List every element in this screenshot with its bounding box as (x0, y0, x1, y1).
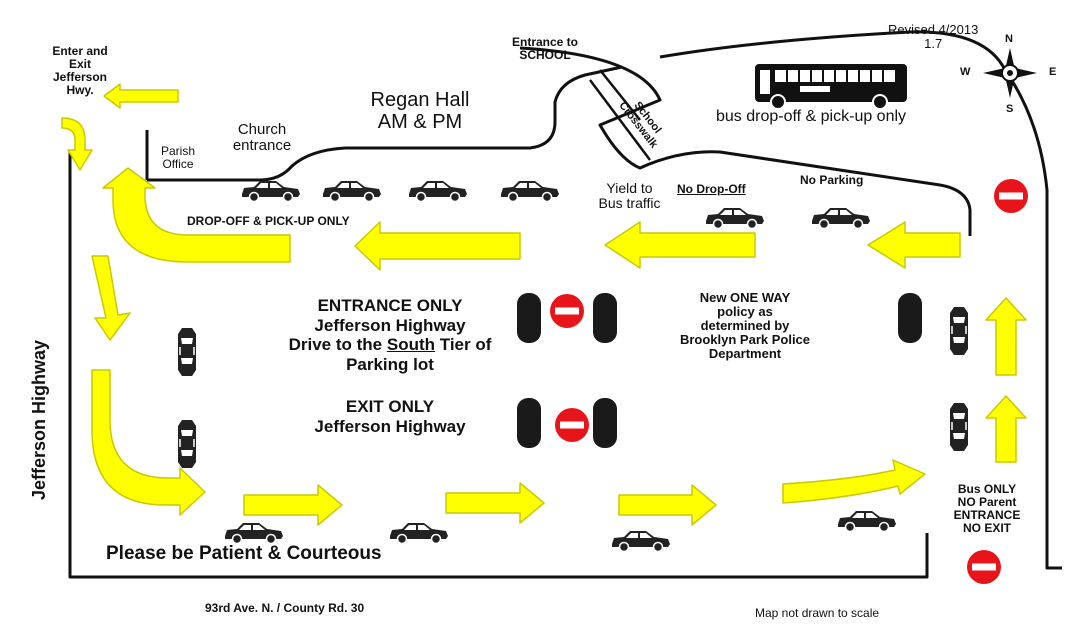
enter-exit-label: Enter and Exit Jefferson Hwy. (40, 45, 120, 97)
bus-icon (755, 64, 907, 110)
bus-only-line: NO Parent (957, 494, 1017, 509)
regan-hall-line: Regan Hall (370, 89, 470, 111)
compass-icon (983, 48, 1037, 98)
tire-barriers (517, 293, 922, 448)
lot-outline (68, 30, 1062, 579)
yield-line: Bus traffic (598, 195, 661, 212)
enter-exit-line: Jefferson (52, 69, 108, 84)
car-icon (611, 530, 671, 553)
entrance-only-line: ENTRANCE ONLY (317, 296, 463, 315)
bus-only-line: ENTRANCE (953, 507, 1021, 522)
regan-hall-line: AM & PM (377, 110, 463, 133)
entrance-only-label: ENTRANCE ONLY Jefferson Highway Drive to… (270, 296, 510, 374)
county-road-label: 93rd Ave. N. / County Rd. 30 (205, 601, 365, 615)
revised-text: Revised 4/2013 (888, 22, 979, 37)
no-entry-icon (555, 408, 589, 442)
car-icon (389, 522, 449, 545)
car-icon (241, 180, 301, 203)
no-entry-icon (550, 294, 584, 328)
church-entrance-line: Church (237, 121, 287, 138)
parish-office-line: Office (162, 156, 194, 171)
bus-only-label: Bus ONLY NO Parent ENTRANCE NO EXIT (937, 483, 1037, 535)
no-entry-icon (994, 179, 1028, 213)
yield-line: Yield to (606, 180, 653, 196)
dropoff-pickup-label: DROP-OFF & PICK-UP ONLY (187, 214, 350, 228)
bus-dropoff-label: bus drop-off & pick-up only (716, 108, 907, 125)
exit-only-line: EXIT ONLY (345, 397, 435, 416)
regan-hall-label: Regan Hall AM & PM (365, 89, 475, 133)
bus-only-line: NO EXIT (962, 520, 1011, 535)
no-parking-label: No Parking (800, 173, 864, 187)
revision-label: Revised 4/2013 1.7 (888, 22, 979, 52)
south-suffix: Tier of (435, 335, 492, 355)
parish-office-line: Parish (160, 144, 195, 158)
car-icon (177, 419, 197, 469)
entrance-only-line: Drive to the South Tier of (270, 335, 510, 355)
no-dropoff-label: No Drop-Off (677, 182, 746, 196)
traffic-arrows (61, 83, 1027, 526)
church-entrance-line: entrance (232, 137, 292, 155)
entrance-school-label: Entrance to SCHOOL (505, 36, 585, 62)
south-prefix: Drive to the (288, 335, 387, 355)
enter-exit-line: Exit (68, 56, 91, 71)
compass-s: S (1006, 103, 1014, 115)
car-icon (837, 510, 897, 533)
compass-e: E (1049, 66, 1057, 78)
parish-office-label: Parish Office (148, 145, 208, 171)
bus-only-line: Bus ONLY (957, 482, 1017, 496)
car-icon (224, 522, 284, 545)
south-word: South (386, 335, 436, 355)
car-icon (811, 207, 871, 230)
exit-only-label: EXIT ONLY Jefferson Highway (270, 397, 510, 436)
entrance-school-line: SCHOOL (519, 47, 571, 62)
one-way-line: determined by (700, 318, 790, 334)
enter-exit-line: Hwy. (66, 82, 94, 97)
one-way-label: New ONE WAY policy as determined by Broo… (660, 290, 830, 362)
car-icon (949, 306, 969, 356)
compass-n: N (1005, 33, 1013, 45)
car-icon (177, 327, 197, 377)
not-to-scale-label: Map not drawn to scale (755, 606, 880, 620)
car-icon (408, 180, 468, 203)
jefferson-highway-label: Jefferson Highway (29, 339, 49, 500)
compass-w: W (960, 66, 971, 78)
car-icon (322, 180, 382, 203)
version-text: 1.7 (924, 36, 943, 52)
church-entrance-label: Church entrance (222, 121, 302, 155)
car-icon (949, 402, 969, 452)
one-way-line: policy as (717, 304, 773, 320)
one-way-line: Brooklyn Park Police (679, 332, 811, 348)
entrance-only-line: Parking lot (346, 354, 434, 374)
patient-label: Please be Patient & Courteous (106, 543, 382, 564)
enter-exit-line: Enter and (52, 44, 108, 58)
one-way-line: Department (708, 346, 782, 362)
car-icon (705, 207, 765, 230)
entrance-only-line: Jefferson Highway (314, 315, 466, 335)
exit-only-line: Jefferson Highway (314, 416, 466, 436)
car-icon (500, 180, 560, 203)
no-entry-icon (967, 550, 1001, 584)
one-way-line: New ONE WAY (699, 290, 791, 305)
yield-label: Yield to Bus traffic (582, 180, 677, 212)
entrance-school-line: Entrance to (511, 35, 578, 49)
